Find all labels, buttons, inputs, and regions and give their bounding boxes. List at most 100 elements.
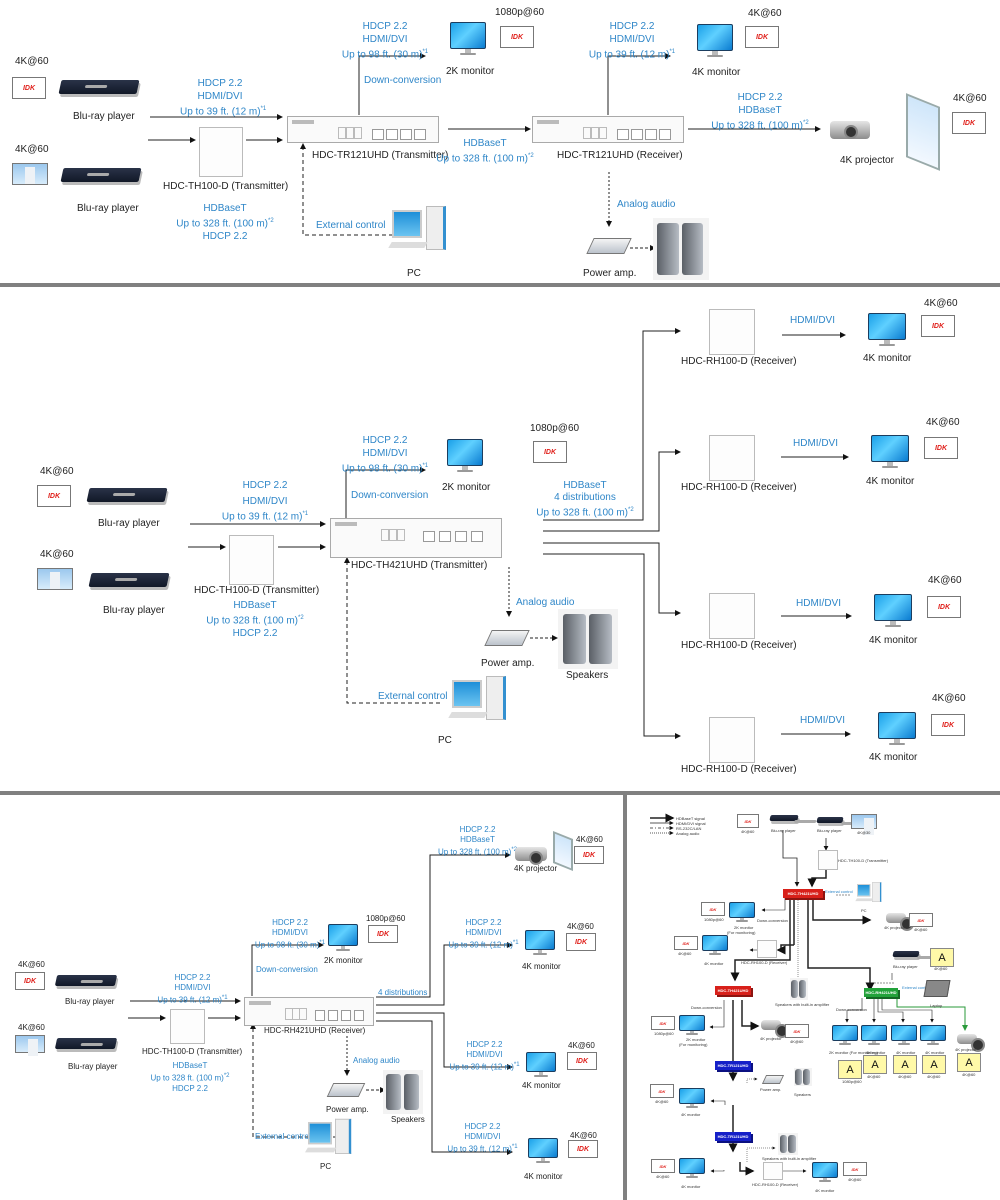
p4-down-conversion-1: Down-conversion — [757, 918, 788, 923]
p3-4k-monitor-label: 4K monitor — [522, 962, 561, 971]
p4-2k-b-res: 1080p@60 — [654, 1031, 674, 1036]
p3-4k-monitor-icon — [525, 930, 555, 956]
p4-test-image-icon — [851, 814, 877, 835]
footnote: *2 — [223, 1073, 230, 1079]
p4-rh100-a-label: HDC-RH100-D (Receiver) — [741, 960, 788, 965]
p4-2k-a-res: 1080p@60 — [704, 917, 724, 922]
p2-th100-device[interactable] — [229, 535, 274, 585]
p2-rh100-device[interactable] — [709, 593, 755, 639]
p3-idk-logo: IDK — [568, 1140, 598, 1158]
p4-green-down-conversion: Down-conversion — [836, 1007, 867, 1012]
p4-idk-logo-2k-b: IDK — [651, 1016, 675, 1030]
p4-2k-a-sub: (For monitoring) — [727, 930, 756, 935]
p4-laptop-control: External control — [902, 985, 930, 990]
p3-th100-device[interactable] — [170, 1009, 205, 1044]
idk-logo-icon: IDK — [659, 1020, 667, 1026]
p2-rh100-link: HDMI/DVI — [793, 438, 838, 449]
wire-p1-downconv — [358, 53, 426, 115]
p4-bluray-player-1[interactable] — [769, 815, 799, 821]
p1-rx-label: HDC-TR121UHD (Receiver) — [557, 150, 683, 161]
p3-projector-icon — [515, 847, 547, 865]
p4-bluray-player-3[interactable] — [892, 951, 920, 957]
p4-4k-d-res: 4K@60 — [848, 1177, 862, 1182]
p1-link-in: HDCP 2.2 HDMI/DVI Up to 39 ft. (12 m)*1 — [180, 77, 266, 118]
idk-logo-icon: IDK — [755, 33, 769, 41]
p2-rh100-device[interactable] — [709, 717, 755, 763]
p4-ext-control: External control — [825, 889, 853, 894]
idk-logo-icon: IDK — [682, 940, 690, 946]
p4-th100-label: HDC-TH100-D (Transmitter) — [838, 858, 889, 863]
p1-bluray-player-2[interactable] — [60, 168, 142, 182]
p2-rh100-device[interactable] — [709, 309, 755, 355]
p4-laptop-icon[interactable] — [923, 980, 951, 997]
p4-th100-device[interactable] — [818, 850, 838, 870]
p2-rh100-label: HDC-RH100-D (Receiver) — [681, 640, 797, 651]
p2-th100-link: HDBaseT Up to 328 ft. (100 m)*2 HDCP 2.2 — [200, 599, 310, 640]
p2-4k-monitor-res: 4K@60 — [928, 575, 962, 586]
footnote: *2 — [268, 218, 274, 224]
p4-speakers-amp-label: Speakers with built-in amplifier — [775, 1002, 830, 1007]
p3-power-amp-label: Power amp. — [326, 1105, 369, 1114]
p2-idk-logo: IDK — [921, 315, 955, 337]
p2-bluray-player-2[interactable] — [88, 573, 170, 587]
p2-th100-link-distance: Up to 328 ft. (100 m) — [206, 615, 299, 627]
p2-bluray-player-1[interactable] — [86, 488, 168, 502]
p3-src1-name: Blu-ray player — [65, 997, 115, 1006]
p3-bluray-player-1[interactable] — [54, 975, 118, 986]
p3-th100-label: HDC-TH100-D (Transmitter) — [142, 1047, 243, 1056]
p1-th100-device[interactable] — [199, 127, 243, 177]
p2-power-amp-icon — [484, 630, 530, 646]
p4-th421-device-2[interactable]: HDC-TH421UHD — [715, 986, 751, 995]
p4-rh100-b-device[interactable] — [763, 1162, 783, 1180]
p4-tr121-device-2[interactable]: HDC-TR121UHD — [715, 1132, 751, 1141]
p4-rh421-device[interactable]: HDC-RH421UHD — [864, 988, 898, 997]
p3-down-conversion: Down-conversion — [256, 965, 318, 974]
idk-logo-icon: IDK — [582, 851, 596, 859]
p3-idk-logo: IDK — [566, 933, 596, 951]
p1-pc-label: PC — [407, 268, 421, 279]
p3-bluray-player-2[interactable] — [54, 1038, 118, 1049]
footnote: *1 — [319, 940, 326, 946]
idk-logo-icon: IDK — [659, 1163, 667, 1169]
p2-4k-monitor-res: 4K@60 — [932, 693, 966, 704]
p4-4k-b-res: 4K@60 — [655, 1099, 669, 1104]
p4-green-projector-icon — [957, 1034, 985, 1052]
p1-rx-device[interactable] — [532, 116, 684, 143]
p2-link-in: HDCP 2.2 HDMI/DVI Up to 39 ft. (12 m)*1 — [220, 476, 310, 523]
p1-tx-device[interactable] — [287, 116, 439, 143]
p4-2k-a-label: 2K monitor — [734, 925, 754, 930]
p2-down-link-type: HDMI/DVI — [362, 448, 408, 459]
p4-th421-device[interactable]: HDC-TH421UHD — [783, 889, 823, 898]
p4-idk-logo-4k-b: IDK — [650, 1084, 674, 1098]
p2-4k-monitor-res: 4K@60 — [926, 417, 960, 428]
p1-power-amp-icon — [586, 238, 632, 254]
p2-tx-device[interactable] — [330, 518, 502, 558]
footnote: *1 — [260, 106, 267, 112]
p3-proj-link-distance: Up to 328 ft. (100 m) — [437, 847, 512, 857]
wire-p2-rx1 — [543, 328, 681, 521]
p4-4k-b-label: 4K monitor — [681, 1112, 701, 1117]
footnote: *2 — [628, 507, 634, 513]
separator-vertical — [623, 791, 627, 1200]
p2-link-in-type: HDMI/DVI — [242, 496, 288, 507]
p4-rh100-a-device[interactable] — [757, 940, 777, 958]
p3-rx-device[interactable] — [244, 997, 374, 1026]
p4-bluray-player-2[interactable] — [816, 817, 844, 823]
p4-tr121-device-1[interactable]: HDC-TR121UHD — [715, 1061, 751, 1070]
p1-src1-res: 4K@60 — [15, 56, 49, 67]
p4-2k-monitor-b-icon — [679, 1015, 705, 1035]
p2-rh100-link: HDMI/DVI — [790, 315, 835, 326]
idk-logo-icon: IDK — [744, 818, 752, 824]
p2-rh100-link: HDMI/DVI — [800, 715, 845, 726]
p1-projection-screen-icon — [906, 93, 940, 171]
p1-th100-link-hdcp: HDCP 2.2 — [202, 231, 248, 243]
p1-bluray-player-1[interactable] — [58, 80, 140, 94]
idk-logo-icon: IDK — [793, 1028, 801, 1034]
p3-src2-name: Blu-ray player — [68, 1062, 118, 1071]
p2-rh100-device[interactable] — [709, 435, 755, 481]
idk-logo-icon: IDK — [543, 448, 557, 456]
p1-rx-out-type: HDMI/DVI — [609, 34, 655, 45]
p1-proj-link: HDCP 2.2 HDBaseT Up to 328 ft. (100 m)*2 — [705, 91, 815, 132]
p1-idk-logo-proj: IDK — [952, 112, 986, 134]
